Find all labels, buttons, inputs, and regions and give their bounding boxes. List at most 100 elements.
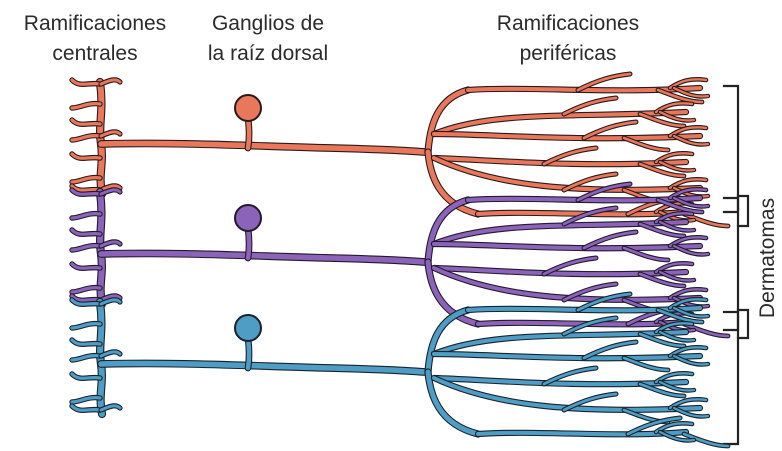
peripheral-twig xyxy=(582,340,638,360)
peripheral-trunk-down xyxy=(425,369,481,437)
central-branch-left xyxy=(70,338,102,346)
peripheral-twig xyxy=(672,134,710,146)
dorsal-root-ganglion-soma xyxy=(234,204,262,232)
peripheral-twig xyxy=(672,186,710,198)
central-branch-left xyxy=(70,321,102,330)
peripheral-twig xyxy=(562,392,618,412)
dorsal-root-ganglion-soma xyxy=(234,314,262,342)
peripheral-twig xyxy=(638,222,686,238)
central-branch-left xyxy=(70,298,102,306)
peripheral-twig xyxy=(638,162,686,178)
peripheral-twig xyxy=(542,366,598,386)
peripheral-twig xyxy=(656,88,704,104)
central-branch-left xyxy=(70,372,102,380)
central-branch-left xyxy=(70,118,102,126)
peripheral-branch xyxy=(432,156,702,192)
central-branch-left xyxy=(70,211,102,220)
peripheral-twig xyxy=(576,292,632,312)
peripheral-branches-label-line1: Ramificaciones xyxy=(497,12,639,35)
peripheral-twig xyxy=(562,206,618,226)
peripheral-branch xyxy=(432,266,702,302)
peripheral-branch xyxy=(466,196,702,203)
peripheral-twig xyxy=(672,244,710,256)
central-branch-left xyxy=(70,188,102,196)
peripheral-twig xyxy=(576,72,632,92)
bracket-top xyxy=(722,84,740,214)
peripheral-twig xyxy=(656,308,704,324)
peripheral-twig xyxy=(658,110,696,122)
central-branch-left xyxy=(70,101,102,110)
peripheral-branch xyxy=(432,376,702,412)
bracket-middle-notch xyxy=(736,308,750,340)
central-branch-right xyxy=(99,294,122,302)
peripheral-twig xyxy=(542,146,598,166)
peripheral-twig xyxy=(622,246,670,262)
peripheral-twig xyxy=(658,330,696,342)
peripheral-twig xyxy=(582,120,638,140)
peripheral-twig xyxy=(562,96,618,116)
peripheral-branches-label-line2: periféricas xyxy=(520,42,617,65)
peripheral-twig xyxy=(638,332,686,348)
peripheral-twig xyxy=(672,306,710,318)
peripheral-trunk-up xyxy=(425,307,471,375)
peripheral-twig xyxy=(622,356,670,372)
ganglion-stalk xyxy=(245,115,252,151)
central-branch-left xyxy=(70,133,102,142)
peripheral-branch xyxy=(432,352,702,361)
peripheral-trunk-down xyxy=(425,149,481,217)
peripheral-twig xyxy=(658,160,696,172)
peripheral-twig xyxy=(682,432,730,448)
bracket-middle xyxy=(722,196,740,332)
peripheral-trunk-down xyxy=(425,259,481,327)
dorsal-root-ganglia-label-line1: Ganglios de xyxy=(212,12,324,35)
peripheral-twig xyxy=(638,382,686,398)
peripheral-twig xyxy=(622,136,670,152)
peripheral-twig xyxy=(672,406,710,418)
peripheral-twig xyxy=(562,172,618,192)
central-branch-right xyxy=(99,298,122,306)
peripheral-twig xyxy=(562,282,618,302)
top-neuron xyxy=(69,71,731,229)
central-branch-left xyxy=(70,152,102,160)
peripheral-twig xyxy=(672,296,710,308)
central-branches-label-line1: Ramificaciones xyxy=(24,12,166,35)
peripheral-twig xyxy=(576,182,632,202)
central-branch-left xyxy=(70,404,102,412)
central-branch-right xyxy=(99,350,122,358)
peripheral-twig xyxy=(656,198,704,214)
central-branch-left xyxy=(70,78,102,86)
central-branch-right xyxy=(99,184,122,192)
peripheral-twig xyxy=(562,316,618,336)
dorsal-root-ganglia-label-line2: la raíz dorsal xyxy=(208,42,328,65)
central-branch-left xyxy=(70,395,102,404)
peripheral-twig xyxy=(638,112,686,128)
central-branch-right xyxy=(99,78,122,86)
peripheral-twig xyxy=(672,86,710,98)
dorsal-root-ganglion-soma xyxy=(234,94,262,122)
peripheral-branch xyxy=(466,306,702,313)
dermatomes-label: Dermatomas xyxy=(756,198,779,318)
central-branch-left xyxy=(70,243,102,252)
peripheral-branch xyxy=(432,242,702,251)
peripheral-twig xyxy=(542,256,598,276)
peripheral-twig xyxy=(658,380,696,392)
peripheral-twig xyxy=(658,430,696,442)
central-branch-left xyxy=(70,353,102,362)
bracket-bottom xyxy=(722,310,740,446)
axon xyxy=(98,140,428,155)
ganglion-stalk xyxy=(245,335,252,371)
axon xyxy=(98,360,428,375)
middle-neuron xyxy=(69,181,731,339)
peripheral-twig xyxy=(626,416,682,436)
peripheral-twig xyxy=(638,272,686,288)
central-branch-right xyxy=(99,404,122,412)
central-branch-left xyxy=(70,262,102,270)
central-branch-left xyxy=(70,228,102,236)
central-branch-right xyxy=(99,188,122,196)
peripheral-trunk-up xyxy=(425,197,471,265)
dermatome-brackets xyxy=(722,84,750,446)
peripheral-trunk-up xyxy=(425,87,471,155)
bottom-neuron xyxy=(69,291,731,449)
peripheral-twig xyxy=(582,230,638,250)
